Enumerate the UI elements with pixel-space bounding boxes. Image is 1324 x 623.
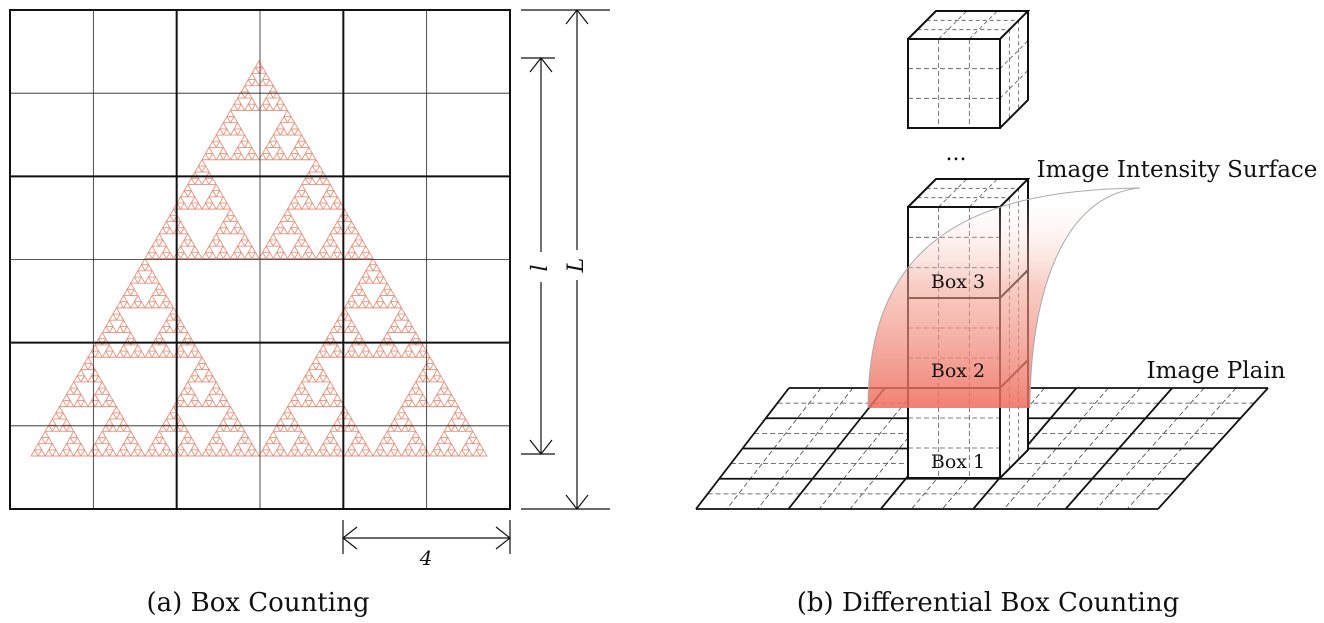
caption-box-counting: (a) Box Counting <box>147 588 370 618</box>
intensity-surface-edge <box>867 187 1141 409</box>
label-l-bg <box>532 252 550 282</box>
plane-dash-line <box>757 387 854 510</box>
cube-dash-line <box>938 10 967 40</box>
cube-dash-line <box>999 70 1029 99</box>
box-3-label: Box 3 <box>931 271 985 293</box>
plane-dash-line <box>1003 387 1109 510</box>
label-s: 4 <box>419 546 433 570</box>
differential-box-counting-panel: Box 3 Box 2 Box 1 ... Image Intensity Su… <box>695 10 1318 618</box>
label-l: l <box>528 264 553 271</box>
intensity-surface <box>868 188 1140 408</box>
sierpinski-path <box>30 60 488 457</box>
top-cube <box>907 10 1031 129</box>
cube-dash-line <box>969 10 998 40</box>
dimension-s <box>342 520 511 554</box>
box-2-label: Box 2 <box>931 360 985 382</box>
cube-outline <box>907 38 1001 129</box>
surface-label: Image Intensity Surface <box>1037 157 1318 183</box>
plane-label: Image Plain <box>1147 358 1286 384</box>
coarse-grid <box>9 9 511 510</box>
cube-dash-line <box>999 40 1029 69</box>
cube-outline <box>907 10 1031 129</box>
label-L-bg <box>568 250 586 280</box>
cube-front-face <box>908 39 1000 128</box>
caption-differential-box-counting: (b) Differential Box Counting <box>797 588 1180 618</box>
column-top-face <box>908 179 1028 207</box>
ellipsis: ... <box>946 141 967 166</box>
fine-grid <box>10 10 510 509</box>
box-counting-panel: l L 4 (a) Box Counting <box>9 9 610 618</box>
grid-border <box>9 9 511 510</box>
plane-dash-line <box>818 387 918 510</box>
label-L: L <box>564 258 589 274</box>
sierpinski-triangle <box>30 60 488 457</box>
box-1-label: Box 1 <box>931 451 985 473</box>
